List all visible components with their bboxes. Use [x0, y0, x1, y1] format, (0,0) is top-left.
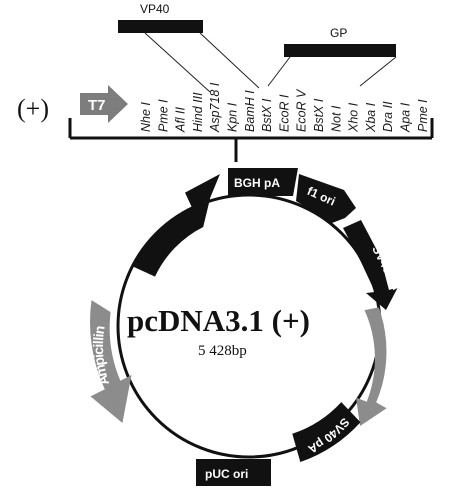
sv40-ori-feature: SV40 ori	[343, 220, 403, 310]
ampicillin-feature: Ampicillin	[90, 300, 132, 423]
t7-label: T7	[88, 97, 106, 114]
mcs-site-label: Afl II	[174, 106, 188, 133]
vp40-label: VP40	[140, 2, 170, 16]
pcmv-feature: PCMV	[132, 174, 220, 277]
neomycin-feature: Neomycin	[356, 307, 408, 426]
bgh-pa-label: BGH pA	[234, 176, 280, 190]
mcs-site-label: Kpn I	[226, 102, 240, 132]
plasmid-name: pcDNA3.1 (+)	[127, 303, 310, 338]
mcs-site-label: BstX I	[260, 98, 274, 132]
t7-promoter-arrow: T7	[80, 85, 128, 123]
mcs-site-label: Xho I	[347, 102, 361, 133]
mcs-site-label: Pme I	[156, 99, 170, 132]
orientation-label: (+)	[17, 94, 49, 123]
connector-lines	[144, 32, 397, 93]
mcs-site-label: Dra II	[381, 101, 395, 132]
f1-ori-feature: f1 ori	[296, 174, 356, 223]
bgh-pa-feature: BGH pA	[228, 168, 298, 196]
mcs-site-label: BamH I	[243, 90, 257, 132]
mcs-site-label: Asp718 I	[208, 82, 222, 133]
mcs-site-label: EcoR V	[295, 88, 309, 132]
vp40-bar	[118, 20, 203, 33]
plasmid-size: 5 428bp	[198, 343, 247, 359]
mcs-site-label: Not I	[329, 105, 343, 132]
puc-ori-label: pUC ori	[205, 467, 248, 481]
mcs-site-label: Xba I	[364, 102, 378, 133]
puc-ori-feature: pUC ori	[196, 459, 271, 486]
mcs-site-label: Nhe I	[139, 102, 153, 132]
mcs-site-label: Pme I	[416, 99, 430, 132]
mcs-site-label: BstX I	[312, 98, 326, 132]
mcs-site-label: Hind III	[191, 92, 205, 132]
gp-bar	[284, 44, 396, 57]
mcs-site-label: EcoR I	[277, 94, 291, 132]
mcs-site-label: Apa I	[399, 102, 413, 133]
gp-label: GP	[330, 26, 347, 40]
mcs-bracket	[68, 118, 434, 162]
